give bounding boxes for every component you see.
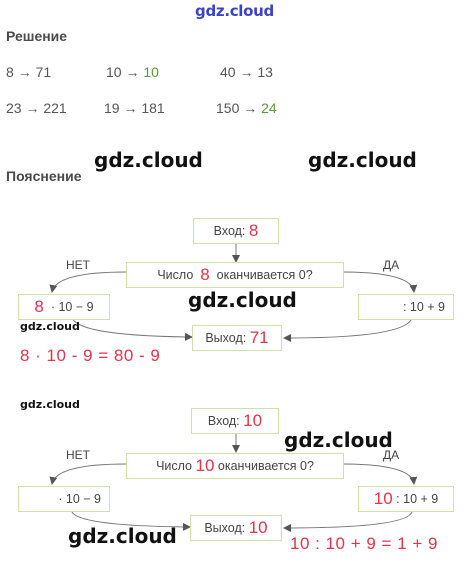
solution-pair-1: 8 → 71 <box>6 64 51 80</box>
pair-output: 71 <box>35 64 52 80</box>
arrow-right-icon: → <box>25 100 40 116</box>
output-label: Выход: <box>205 331 247 345</box>
pair-output: 10 <box>143 64 159 80</box>
explanation-heading: Пояснение <box>6 168 82 184</box>
no-branch-value: 8 <box>34 297 44 316</box>
arrow-right-icon: → <box>125 64 140 80</box>
watermark-top: gdz.cloud <box>195 2 274 20</box>
arrow-right-icon: → <box>17 64 32 80</box>
flow-output-box: Выход: 71 <box>192 325 282 351</box>
watermark-mid-left: gdz.cloud <box>94 148 203 172</box>
pair-input: 8 <box>6 64 14 80</box>
yes-branch-value: 10 <box>373 489 393 508</box>
pair-output: 24 <box>261 100 277 116</box>
output-label: Выход: <box>204 521 246 535</box>
condition-value: 10 <box>195 456 215 475</box>
arrow-right-icon: → <box>123 100 138 116</box>
condition-prefix: Число <box>156 459 193 473</box>
pair-output: 181 <box>141 100 165 116</box>
pair-output: 221 <box>43 100 67 116</box>
solution-pair-5: 19 → 181 <box>104 100 165 116</box>
watermark-small-1: gdz.cloud <box>20 320 80 333</box>
watermark-diagram1: gdz.cloud <box>188 288 297 312</box>
solution-pair-2: 10 → 10 <box>106 64 159 80</box>
input-label: Вход: <box>213 224 246 238</box>
flow-no-branch-box: 8 · 10 − 9 <box>18 294 110 320</box>
solution-heading: Решение <box>6 28 68 44</box>
flow-condition-box-2: Число 10 оканчивается 0? <box>126 453 344 479</box>
no-label: НЕТ <box>66 258 90 272</box>
watermark-diagram2-bottom: gdz.cloud <box>68 524 177 548</box>
flow-yes-branch-box: : 10 + 9 <box>358 294 454 320</box>
input-value: 10 <box>243 411 263 430</box>
pair-output: 13 <box>257 64 273 80</box>
flow-input-box: Вход: 8 <box>193 218 279 244</box>
yes-label: ДА <box>383 258 400 272</box>
input-label: Вход: <box>207 414 240 428</box>
condition-suffix: оканчивается 0? <box>217 459 314 473</box>
pair-input: 19 <box>104 100 120 116</box>
no-branch-expr: · 10 − 9 <box>50 300 94 314</box>
arrow-right-icon: → <box>239 64 254 80</box>
flow-no-branch-box-2: · 10 − 9 <box>18 486 110 512</box>
pair-input: 150 <box>216 100 240 116</box>
pair-input: 40 <box>220 64 236 80</box>
arrow-right-icon: → <box>243 100 258 116</box>
watermark-small-2: gdz.cloud <box>20 398 80 411</box>
yes-branch-expr: : 10 + 9 <box>402 300 445 314</box>
condition-prefix: Число <box>157 268 194 282</box>
flow-condition-box: Число 8 оканчивается 0? <box>126 262 344 288</box>
input-value: 8 <box>248 221 259 240</box>
formula-1: 8 · 10 - 9 = 80 - 9 <box>20 346 161 365</box>
yes-label-2: ДА <box>383 448 400 462</box>
solution-pair-3: 40 → 13 <box>220 64 273 80</box>
no-label-2: НЕТ <box>66 448 90 462</box>
formula-2: 10 : 10 + 9 = 1 + 9 <box>290 534 438 553</box>
condition-suffix: оканчивается 0? <box>216 268 313 282</box>
output-value: 10 <box>248 518 268 537</box>
solution-pair-4: 23 → 221 <box>6 100 67 116</box>
condition-value: 8 <box>200 265 210 284</box>
no-branch-expr: · 10 − 9 <box>58 492 101 506</box>
yes-branch-expr: : 10 + 9 <box>396 492 439 506</box>
flow-input-box-2: Вход: 10 <box>191 408 279 434</box>
watermark-diagram2-top: gdz.cloud <box>284 428 393 452</box>
pair-input: 23 <box>6 100 22 116</box>
pair-input: 10 <box>106 64 122 80</box>
flow-output-box-2: Выход: 10 <box>190 515 282 541</box>
output-value: 71 <box>249 328 269 347</box>
solution-pair-6: 150 → 24 <box>216 100 277 116</box>
flow-yes-branch-box-2: 10 : 10 + 9 <box>358 486 454 512</box>
watermark-mid-right: gdz.cloud <box>308 148 417 172</box>
